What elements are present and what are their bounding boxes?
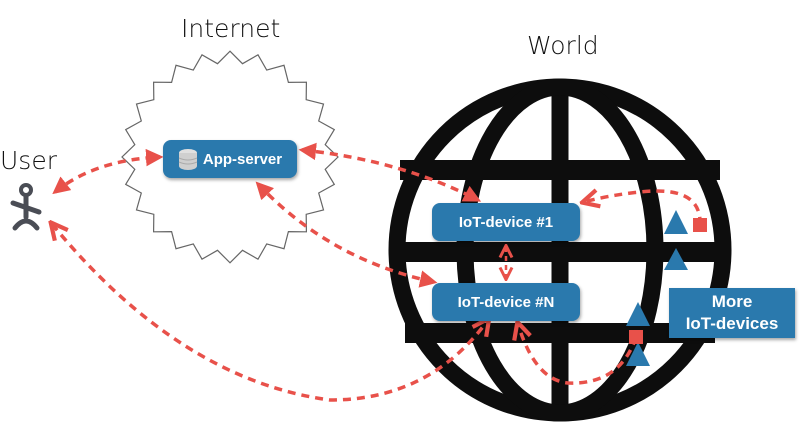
more-iot-devices-label-line2: IoT-devices [685, 314, 779, 333]
arrow-more-iotn [518, 324, 636, 385]
internet-label: Internet [181, 14, 281, 43]
world-label: World [527, 31, 599, 60]
user-label: User [0, 146, 57, 175]
arrow-more-iot1 [584, 191, 700, 225]
device-triangle-icon [664, 210, 688, 234]
app-server-node[interactable]: App-server [163, 140, 297, 178]
more-iot-devices-label-line1: More [711, 292, 753, 311]
iot-device-n-label: IoT-device #N [457, 293, 555, 311]
globe-icon [388, 78, 732, 422]
iot-device-1-label: IoT-device #1 [458, 213, 554, 231]
user-person-icon [10, 183, 42, 231]
iot-device-1-node[interactable]: IoT-device #1 [432, 203, 580, 241]
device-triangle-icon [626, 342, 650, 366]
more-iot-devices-node[interactable]: More IoT-devices [669, 288, 795, 338]
app-server-label: App-server [202, 150, 283, 168]
database-icon [178, 149, 198, 170]
arrow-user-app-server [52, 148, 164, 195]
arrow-user-iotn [52, 224, 488, 402]
iot-device-n-node[interactable]: IoT-device #N [432, 283, 580, 321]
device-triangle-icon [664, 248, 688, 270]
